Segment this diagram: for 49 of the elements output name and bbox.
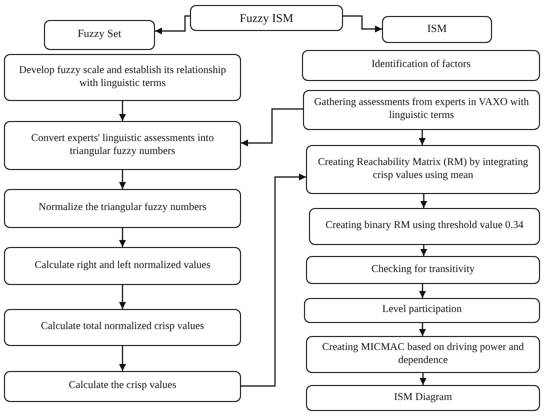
process-box bbox=[306, 256, 540, 284]
box-label: Fuzzy Set bbox=[78, 28, 122, 42]
arrow bbox=[119, 228, 126, 247]
box-label: Creating binary RM using threshold value 0.34 bbox=[325, 220, 524, 233]
process-box bbox=[4, 309, 241, 346]
box-label: Calculate right and left normalized values bbox=[34, 260, 210, 272]
process-box bbox=[4, 189, 241, 228]
process-box bbox=[4, 121, 241, 170]
box-label: Level participation bbox=[382, 304, 462, 317]
process-box bbox=[306, 336, 540, 373]
box-label: Convert experts' linguistic assessments into triangular fuzzy numbers bbox=[30, 132, 215, 158]
process-box bbox=[306, 145, 540, 194]
arrow bbox=[419, 323, 426, 336]
box-label: Checking for transitivity bbox=[371, 264, 475, 276]
process-box bbox=[309, 208, 540, 245]
arrow bbox=[241, 108, 303, 146]
process-box bbox=[304, 298, 540, 323]
process-box bbox=[306, 385, 540, 411]
arrow bbox=[155, 15, 190, 34]
arrow bbox=[418, 130, 426, 145]
arrow bbox=[119, 101, 126, 121]
process-box bbox=[382, 16, 492, 43]
arrow bbox=[241, 174, 306, 387]
arrow bbox=[119, 285, 126, 309]
process-box bbox=[4, 371, 241, 402]
arrow bbox=[420, 373, 426, 385]
arrow bbox=[119, 170, 126, 189]
box-label: Calculate total normalized crisp values bbox=[40, 321, 204, 334]
box-label: ISM Diagram bbox=[394, 392, 452, 404]
box-label: Identification of factors bbox=[371, 59, 471, 72]
box-label: Calculate the crisp values bbox=[68, 380, 176, 393]
box-label: Normalize the triangular fuzzy numbers bbox=[38, 202, 206, 215]
process-box bbox=[4, 247, 241, 285]
process-box bbox=[4, 54, 241, 101]
box-label: Develop fuzzy scale and establish its relationship with linguistic terms bbox=[18, 64, 228, 90]
box-label: ISM bbox=[427, 22, 447, 36]
arrow bbox=[119, 346, 126, 371]
box-label: Fuzzy ISM bbox=[240, 10, 294, 26]
box-label: Creating Reachability Matrix (RM) by integrating crisp values using mean bbox=[316, 156, 530, 182]
arrow bbox=[420, 245, 428, 256]
process-box bbox=[302, 50, 540, 81]
process-box bbox=[44, 20, 155, 50]
box-label: Creating MICMAC based on driving power and dependence bbox=[321, 342, 525, 368]
arrow bbox=[343, 15, 382, 32]
arrow bbox=[420, 194, 428, 208]
process-box bbox=[190, 5, 343, 31]
process-box bbox=[303, 90, 540, 130]
box-label: Gathering assessments from experts in VAXO with linguistic terms bbox=[313, 97, 530, 123]
arrow bbox=[419, 284, 426, 298]
